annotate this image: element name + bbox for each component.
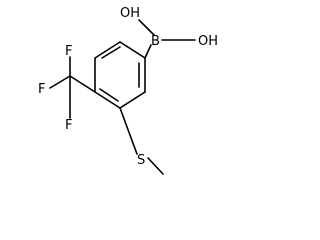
fluorine-left-label: F (38, 82, 45, 97)
bond-ring-to-boron (144, 44, 152, 59)
ring-bond-c5-c6 (94, 41, 121, 59)
methylthio-group: S (119, 107, 164, 175)
aromatic-inner-bond-2 (99, 88, 119, 102)
hydroxyl-right-label: OH (198, 34, 218, 49)
sulfur-label: S (137, 153, 145, 168)
hydroxyl-top-label: OH (120, 6, 140, 21)
bond-boron-to-oh-top (138, 19, 155, 36)
bond-cf3-to-f-left (49, 75, 71, 89)
bond-ring-to-cf3-carbon (69, 75, 96, 93)
chemical-structure-diagram: B OH OH F F F S (38, 6, 218, 175)
bond-sulfur-to-methyl (147, 157, 164, 175)
boron-label: B (151, 34, 160, 49)
aromatic-inner-bond-3 (101, 46, 121, 59)
boronic-acid-group: B OH OH (120, 6, 218, 59)
ring-bond-c3-c4 (94, 91, 121, 109)
ring-bond-c6-c1 (119, 41, 146, 59)
ring-bond-c2-c3 (119, 91, 146, 109)
bond-ring-to-sulfur (119, 107, 138, 155)
trifluoromethyl-group: F F F (38, 44, 96, 133)
fluorine-top-label: F (65, 44, 72, 59)
fluorine-bottom-label: F (65, 118, 72, 133)
benzene-ring (94, 41, 146, 109)
